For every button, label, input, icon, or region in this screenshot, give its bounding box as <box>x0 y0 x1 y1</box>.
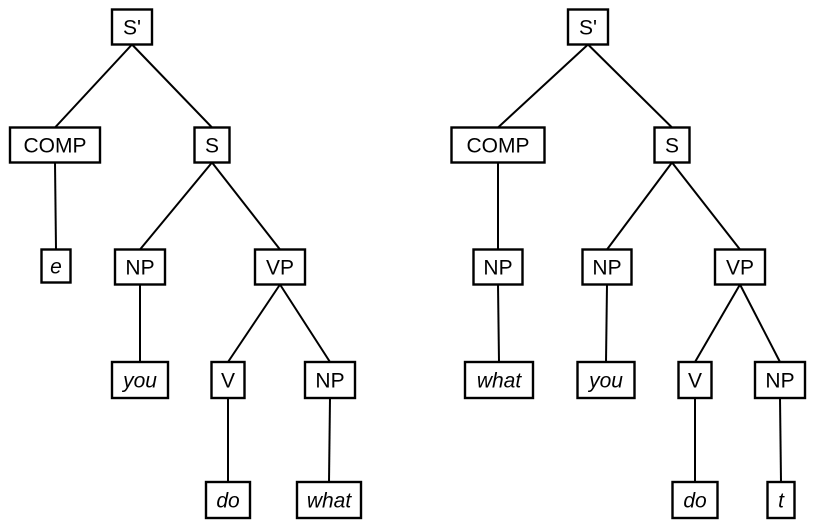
tree-edge <box>279 283 331 363</box>
tree-node-comp[interactable]: COMP <box>450 126 546 164</box>
tree-node-comp[interactable]: COMP <box>8 126 102 164</box>
tree-nodes-right-tree: S' COMP S NP NP VP what you V NP do t <box>450 8 807 520</box>
node-box <box>204 480 252 520</box>
node-label: NP <box>125 257 154 280</box>
node-label: VP <box>726 257 754 280</box>
tree-node-you[interactable]: you <box>110 360 170 400</box>
node-box <box>581 248 633 286</box>
tree-node-s[interactable]: S' <box>110 8 154 46</box>
tree-node-t[interactable]: t <box>766 480 796 520</box>
tree-node-v[interactable]: V <box>210 360 246 400</box>
tree-edge <box>227 283 281 363</box>
edges-layer <box>54 43 782 483</box>
node-label: NP <box>483 257 512 280</box>
tree-edge <box>587 43 673 129</box>
tree-node-np[interactable]: NP <box>753 360 807 400</box>
node-box <box>450 126 546 164</box>
node-box <box>766 480 796 520</box>
tree-edge <box>54 43 133 129</box>
tree-edge <box>131 43 213 129</box>
tree-node-np[interactable]: NP <box>113 248 167 286</box>
node-box <box>753 360 807 400</box>
node-label: V <box>221 370 235 393</box>
node-label: NP <box>765 370 794 393</box>
node-label: S <box>205 135 219 158</box>
node-box <box>713 248 767 286</box>
node-label: COMP <box>467 135 530 158</box>
node-label: do <box>683 490 707 513</box>
tree-edge <box>497 284 500 363</box>
tree-edge <box>211 161 281 251</box>
tree-node-e[interactable]: e <box>40 248 72 284</box>
tree-node-v[interactable]: V <box>677 360 713 400</box>
tree-edge <box>54 162 57 250</box>
tree-node-vp[interactable]: VP <box>713 248 767 286</box>
tree-node-np[interactable]: NP <box>581 248 633 286</box>
tree-edge <box>606 161 673 251</box>
node-box <box>303 360 357 400</box>
node-box <box>113 248 167 286</box>
tree-edge <box>739 284 781 363</box>
node-box <box>653 126 691 164</box>
node-label: you <box>121 370 157 393</box>
node-label: NP <box>315 370 344 393</box>
node-label: do <box>216 490 240 513</box>
node-label: S <box>665 135 679 158</box>
node-box <box>193 126 231 164</box>
node-label: S' <box>579 17 597 40</box>
tree-node-you[interactable]: you <box>576 360 636 400</box>
node-box <box>472 248 524 286</box>
node-box <box>677 360 713 400</box>
tree-node-s[interactable]: S' <box>566 8 610 46</box>
tree-edges-right-tree <box>497 43 782 483</box>
node-box <box>8 126 102 164</box>
tree-node-what[interactable]: what <box>295 480 363 520</box>
tree-node-np[interactable]: NP <box>303 360 357 400</box>
node-box <box>40 248 72 284</box>
node-label: COMP <box>24 135 87 158</box>
tree-edges-left-tree <box>54 43 331 483</box>
node-box <box>671 480 719 520</box>
tree-node-do[interactable]: do <box>671 480 719 520</box>
node-label: e <box>50 256 62 279</box>
node-box <box>110 360 170 400</box>
node-label: V <box>688 370 702 393</box>
tree-edge <box>328 397 331 483</box>
node-box <box>295 480 363 520</box>
node-label: what <box>307 490 353 513</box>
node-box <box>566 8 610 46</box>
tree-edge <box>497 43 589 129</box>
node-label: t <box>778 490 785 513</box>
node-box <box>576 360 636 400</box>
node-label: you <box>587 370 623 393</box>
tree-edge <box>671 161 741 251</box>
tree-node-do[interactable]: do <box>204 480 252 520</box>
node-box <box>463 360 535 400</box>
node-label: what <box>477 370 523 393</box>
node-label: VP <box>266 257 294 280</box>
node-box <box>210 360 246 400</box>
tree-edge <box>779 397 782 483</box>
node-label: NP <box>592 257 621 280</box>
node-label: S' <box>123 17 141 40</box>
tree-node-np[interactable]: NP <box>472 248 524 286</box>
tree-edge <box>694 283 741 363</box>
tree-node-vp[interactable]: VP <box>253 248 307 286</box>
tree-edge <box>605 284 608 363</box>
tree-node-what[interactable]: what <box>463 360 535 400</box>
node-box <box>110 8 154 46</box>
tree-node-s[interactable]: S <box>653 126 691 164</box>
tree-node-s[interactable]: S <box>193 126 231 164</box>
node-box <box>253 248 307 286</box>
tree-edge <box>139 161 213 251</box>
